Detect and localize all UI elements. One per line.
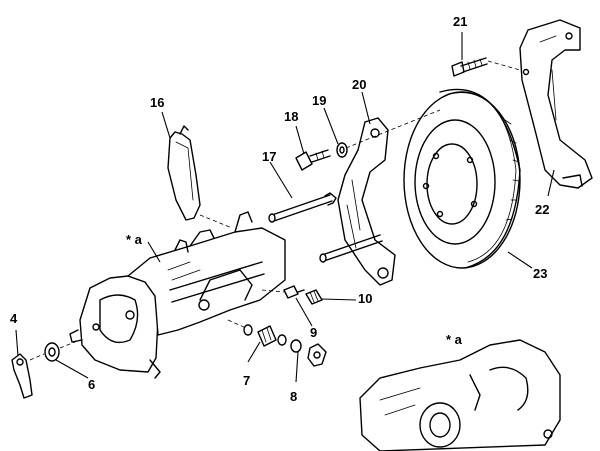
axis-line-fitting-9 [261,289,285,293]
fitting-9 [283,285,305,299]
fitting-10 [305,289,323,305]
callout-18: 18 [284,109,299,124]
callout-7: 7 [243,373,251,388]
bolt-18 [295,149,331,171]
axis-line-bolt [487,60,521,71]
callout-4: 4 [10,311,18,326]
cap-8 [277,334,327,367]
brake-pad [167,125,201,221]
callout-21: 21 [453,14,468,29]
callout-16: 16 [150,95,165,110]
caliper-body [69,211,286,379]
guide-pin-17 [268,192,383,263]
callout-a-main: * a [126,232,142,247]
caliper-bracket [519,19,593,189]
brake-rotor [403,88,521,269]
axis-line-pad [199,214,233,229]
callout-22: 22 [535,202,550,217]
callout-6: 6 [88,377,96,392]
axis-line-lever [29,353,45,361]
callout-20: 20 [352,77,367,92]
callout-a-inset: * a [446,332,462,347]
washer-19 [336,142,348,158]
leader-lines [15,32,555,383]
callout-17: 17 [262,149,277,164]
lever-4 [11,353,33,399]
fitting-7 [243,324,277,347]
callout-19: 19 [312,93,327,108]
axis-line-washer [345,109,441,149]
adapter-plate [337,117,396,286]
axis-line-washer-6 [59,339,81,349]
washer-6 [44,342,60,362]
callout-10: 10 [358,291,373,306]
callout-23: 23 [533,266,548,281]
axis-line-fitting [227,319,247,329]
bolt-21 [451,57,488,77]
callout-8: 8 [290,389,298,404]
callout-9: 9 [310,325,318,340]
inset-caliper-detail [359,339,561,451]
